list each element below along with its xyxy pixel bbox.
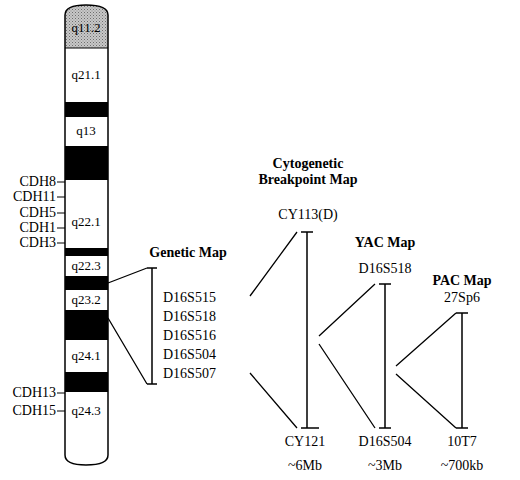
band-label: q22.3 — [71, 258, 100, 274]
size-label: ~3Mb — [368, 458, 402, 474]
band-label: q21.1 — [71, 67, 100, 83]
dark-bands — [65, 102, 108, 392]
yac-bracket — [379, 284, 391, 428]
gene-label: CDH5 — [19, 205, 56, 221]
band-border — [65, 47, 108, 48]
gene-label: CDH13 — [12, 385, 56, 401]
centromere-shading — [65, 5, 108, 48]
zoom-lines — [396, 313, 456, 428]
band-label: q11.2 — [72, 20, 101, 36]
pac-bracket — [456, 313, 468, 428]
map-title: YAC Map — [355, 235, 416, 251]
marker-label: D16S504 — [359, 434, 412, 450]
band-label: q22.1 — [71, 214, 100, 230]
marker-label: CY121 — [285, 434, 325, 450]
map-title: PAC Map — [432, 273, 491, 289]
map-title: Cytogenetic Breakpoint Map — [252, 156, 364, 188]
cytogenetic-bracket — [301, 232, 319, 428]
chromosome-outline — [65, 5, 108, 465]
marker-label: D16S518 — [163, 309, 216, 325]
marker-label: CY113(D) — [278, 207, 337, 223]
band-label: q24.1 — [71, 348, 100, 364]
marker-label: D16S515 — [163, 290, 216, 306]
zoom-lines — [250, 232, 297, 428]
map-title: Genetic Map — [149, 245, 226, 261]
zoom-lines — [319, 284, 375, 428]
gene-label: CDH15 — [12, 403, 56, 419]
marker-label: D16S507 — [163, 366, 216, 382]
band-label: q24.3 — [71, 403, 100, 419]
gene-label: CDH3 — [19, 235, 56, 251]
size-label: ~700kb — [441, 458, 484, 474]
marker-label: D16S518 — [359, 261, 412, 277]
marker-label: D16S516 — [163, 328, 216, 344]
zoom-lines — [108, 268, 147, 384]
marker-label: D16S504 — [163, 347, 216, 363]
band-label: q13 — [76, 123, 96, 139]
gene-label: CDH11 — [13, 189, 56, 205]
marker-label: 10T7 — [447, 434, 477, 450]
band-label: q23.2 — [71, 292, 100, 308]
gene-label: CDH8 — [19, 174, 56, 190]
genetic-bracket — [147, 268, 157, 384]
gene-label: CDH1 — [19, 220, 56, 236]
gene-ticks — [57, 182, 65, 411]
size-label: ~6Mb — [288, 458, 322, 474]
marker-label: 27Sp6 — [444, 290, 480, 306]
